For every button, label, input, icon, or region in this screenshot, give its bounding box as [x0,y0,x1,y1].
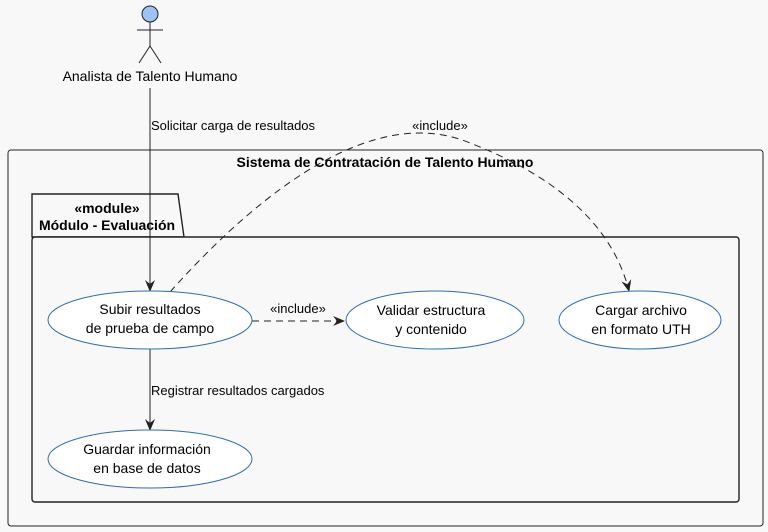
package-name: Módulo - Evaluación [39,217,175,233]
usecase-subir-line2: de prueba de campo [86,320,215,336]
usecase-subir-resultados[interactable]: Subir resultados de prueba de campo [47,290,253,350]
system-title: Sistema de Contratación de Talento Human… [237,154,534,170]
label-include-validar: «include» [270,301,326,316]
actor-head [141,5,159,23]
usecase-validar-line2: y contenido [395,321,467,337]
usecase-validar-line1: Validar estructura [377,302,486,318]
actor-analista[interactable]: Analista de Talento Humano [63,5,238,84]
edge-include-cargar [169,132,632,293]
actor-name: Analista de Talento Humano [63,68,238,84]
usecase-guardar-informacion[interactable]: Guardar información en base de datos [47,429,253,489]
label-actor-subir: Solicitar carga de resultados [151,118,316,133]
usecase-cargar-line1: Cargar archivo [595,302,687,318]
usecase-validar-estructura[interactable]: Validar estructura y contenido [345,290,525,350]
usecase-cargar-line2: en formato UTH [591,321,691,337]
usecase-guardar-line2: en base de datos [93,460,200,476]
package-stereotype: «module» [74,200,140,216]
usecase-subir-line1: Subir resultados [99,301,200,317]
label-subir-guardar: Registrar resultados cargados [151,383,325,398]
usecase-guardar-line1: Guardar información [83,441,211,457]
label-include-cargar: «include» [412,118,468,133]
usecase-cargar-archivo[interactable]: Cargar archivo en formato UTH [558,290,722,350]
